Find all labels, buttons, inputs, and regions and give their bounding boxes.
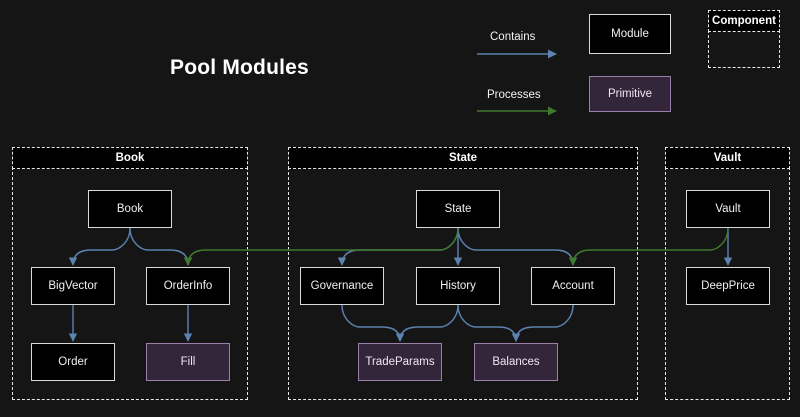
node-tradeparams[interactable]: TradeParams — [358, 343, 442, 381]
node-label-vault: Vault — [715, 203, 740, 216]
group-header-book: Book — [12, 147, 248, 169]
group-label-vault: Vault — [714, 152, 741, 164]
group-label-book: Book — [116, 152, 145, 164]
node-label-fill: Fill — [181, 356, 196, 369]
node-label-balances: Balances — [492, 356, 539, 369]
node-label-bigvector: BigVector — [48, 280, 97, 293]
legend-component-header: Component — [708, 10, 780, 32]
node-state[interactable]: State — [416, 190, 500, 228]
legend-primitive-label: Primitive — [608, 88, 652, 101]
node-fill[interactable]: Fill — [146, 343, 230, 381]
legend-module-label: Module — [611, 28, 649, 41]
node-orderinfo[interactable]: OrderInfo — [146, 267, 230, 305]
page-title: Pool Modules — [170, 56, 309, 80]
node-label-history: History — [440, 280, 476, 293]
node-label-deepprice: DeepPrice — [701, 280, 755, 293]
node-deepprice[interactable]: DeepPrice — [686, 267, 770, 305]
node-governance[interactable]: Governance — [300, 267, 384, 305]
node-history[interactable]: History — [416, 267, 500, 305]
node-label-governance: Governance — [311, 280, 374, 293]
node-account[interactable]: Account — [531, 267, 615, 305]
group-header-state: State — [288, 147, 638, 169]
node-order[interactable]: Order — [31, 343, 115, 381]
node-label-order: Order — [58, 356, 87, 369]
node-label-account: Account — [552, 280, 594, 293]
group-header-vault: Vault — [665, 147, 790, 169]
node-label-orderinfo: OrderInfo — [164, 280, 213, 293]
group-label-state: State — [449, 152, 477, 164]
node-vault[interactable]: Vault — [686, 190, 770, 228]
node-bigvector[interactable]: BigVector — [31, 267, 115, 305]
node-label-tradeparams: TradeParams — [365, 356, 434, 369]
node-book[interactable]: Book — [88, 190, 172, 228]
legend-contains-label: Contains — [490, 31, 535, 43]
legend-component-label: Component — [712, 15, 776, 27]
legend-module-box: Module — [589, 14, 671, 54]
legend-primitive-box: Primitive — [589, 76, 671, 112]
node-label-state: State — [445, 203, 472, 216]
legend-processes-label: Processes — [487, 89, 541, 101]
node-balances[interactable]: Balances — [474, 343, 558, 381]
node-label-book: Book — [117, 203, 143, 216]
